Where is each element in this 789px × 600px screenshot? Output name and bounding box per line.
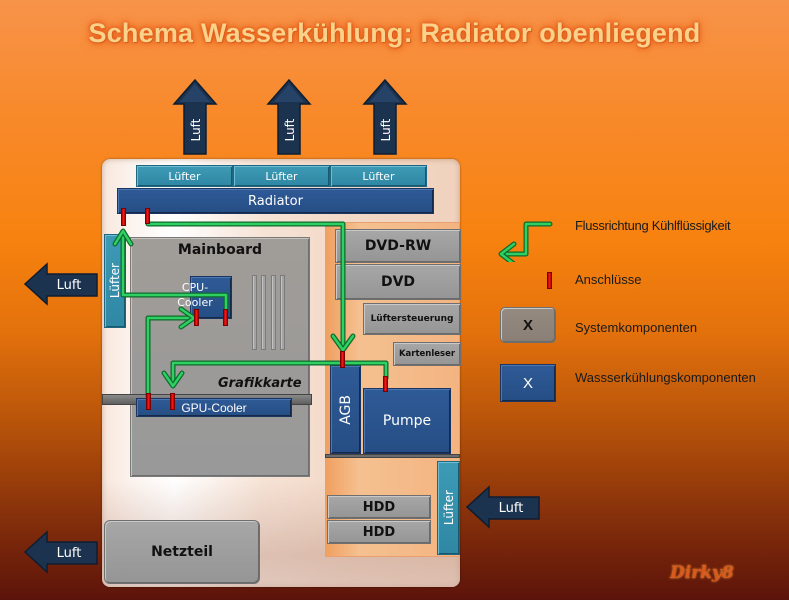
legend-connector-icon (547, 272, 552, 289)
connector-radiator-in (121, 208, 126, 226)
drive-bay-dvd-label: DVD (380, 274, 416, 290)
drive-bay-dvd-rw: DVD-RW (335, 229, 461, 263)
graphics-card-label: Grafikkarte (218, 376, 302, 391)
gpu-cooler: GPU-Cooler (136, 398, 292, 417)
power-supply: Netzteil (104, 520, 260, 584)
top-fan-1-label: Lüfter (168, 169, 201, 183)
air-arrow-up-3: Luft (362, 78, 408, 155)
ram-slot-2 (261, 275, 266, 350)
pump-label: Pumpe (382, 413, 432, 429)
top-fan-1: Lüfter (136, 165, 233, 187)
legend-watercooling-box-marker: X (522, 374, 533, 392)
ram-slot-1 (252, 275, 257, 350)
hdd-1-label: HDD (362, 499, 396, 515)
air-arrow-left-psu: Luft (23, 530, 98, 574)
connector-gpu-in (170, 393, 175, 410)
cpu-cooler-label: CPU- Cooler (170, 280, 220, 310)
reservoir-agb-label: AGB (337, 394, 354, 425)
connector-gpu-out (146, 393, 151, 410)
rear-fan: Lüfter (104, 234, 126, 328)
connector-cpu-in (194, 309, 199, 326)
legend-system-label: Systemkomponenten (575, 320, 698, 335)
rear-fan-label: Lüfter (108, 263, 122, 299)
legend-flow-label: Flussrichtung Kühlflüssigkeit (575, 218, 731, 233)
radiator: Radiator (117, 188, 434, 214)
air-arrow-up-2: Luft (266, 78, 312, 155)
drive-bay-dvd-rw-label: DVD-RW (364, 238, 432, 254)
card-reader: Kartenleser (393, 342, 461, 366)
fan-controller-label: Lüftersteuerung (370, 314, 454, 324)
pump-shelf (325, 454, 460, 458)
top-fan-2: Lüfter (233, 165, 330, 187)
hdd-1: HDD (327, 495, 431, 519)
cpu-cooler-label-line2: Cooler (177, 296, 213, 309)
legend-connector-label: Anschlüsse (575, 272, 642, 287)
air-arrow-left-rear: Luft (23, 262, 98, 306)
legend: Flussrichtung Kühlflüssigkeit Anschlüsse… (490, 210, 780, 410)
cpu-cooler-label-line1: CPU- (181, 281, 209, 294)
connector-cpu-out (223, 309, 228, 326)
legend-watercooling-label: Wassserkühlungskomponenten (575, 370, 756, 385)
air-arrow-intake-front: Luft (465, 485, 540, 529)
front-fan: Lüfter (437, 461, 460, 555)
card-reader-label: Kartenleser (398, 349, 456, 359)
top-fan-3: Lüfter (330, 165, 427, 187)
air-arrow-up-1: Luft (172, 78, 218, 155)
top-fan-2-label: Lüfter (265, 169, 298, 183)
mainboard-label: Mainboard (177, 242, 263, 258)
reservoir-agb: AGB (330, 365, 361, 454)
hdd-2: HDD (327, 520, 431, 544)
diagram-title: Schema Wasserkühlung: Radiator obenliege… (88, 18, 701, 48)
ram-slot-4 (280, 275, 285, 350)
connector-radiator-out (145, 208, 150, 224)
mainboard (130, 237, 310, 477)
top-fan-3-label: Lüfter (362, 169, 395, 183)
pump: Pumpe (363, 388, 451, 454)
gpu-cooler-label: GPU-Cooler (181, 400, 247, 415)
hdd-2-label: HDD (362, 524, 396, 540)
connector-pump-out (383, 376, 388, 392)
radiator-label: Radiator (248, 193, 303, 209)
fan-controller: Lüftersteuerung (363, 303, 461, 335)
front-fan-label: Lüfter (441, 490, 456, 526)
legend-flow-arrow-icon (498, 221, 553, 262)
power-supply-label: Netzteil (151, 544, 213, 560)
legend-watercooling-box-icon: X (500, 364, 556, 402)
connector-agb-in (340, 351, 345, 368)
author-signature: Dirky8 (670, 563, 734, 583)
legend-system-box-marker: X (522, 316, 533, 334)
legend-system-box-icon: X (500, 307, 556, 343)
drive-bay-dvd: DVD (335, 264, 461, 300)
ram-slot-3 (271, 275, 276, 350)
